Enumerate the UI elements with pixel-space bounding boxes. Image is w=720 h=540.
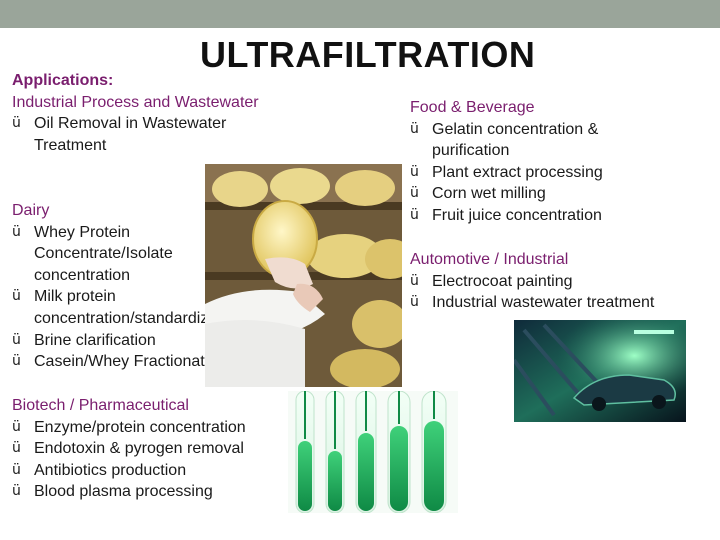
list-item: ü Antibiotics production	[12, 460, 287, 482]
list-item-text: Gelatin concentration & purification	[432, 120, 599, 160]
food-heading: Food & Beverage	[410, 99, 535, 116]
list-item: ü Whey Protein Concentrate/Isolate concen…	[12, 222, 209, 287]
automotive-heading: Automotive / Industrial	[410, 251, 569, 268]
list-item: ü Corn wet milling	[410, 183, 640, 205]
list-item: ü Enzyme/protein concentration	[12, 417, 287, 439]
list-item: ü Brine clarification	[12, 330, 272, 352]
biotech-section: Biotech / Pharmaceutical ü Enzyme/protein…	[12, 395, 287, 503]
list-item-text: Blood plasma processing	[34, 483, 213, 501]
list-item-text: Fruit juice concentration	[432, 206, 602, 224]
list-item-text: Corn wet milling	[432, 185, 546, 203]
list-item-text: Milk protein concentration/standardizing	[34, 288, 230, 327]
industrial-list: ü Oil Removal in Wastewater Treatment	[12, 113, 262, 156]
list-item-text: Enzyme/protein concentration	[34, 418, 246, 436]
automotive-photo	[514, 320, 686, 422]
list-item-text: Electrocoat painting	[432, 272, 573, 290]
check-icon: ü	[12, 418, 21, 435]
list-item-text: Whey Protein Concentrate/Isolate concent…	[34, 223, 173, 284]
industrial-section: Applications: Industrial Process and Was…	[12, 70, 262, 156]
list-item: ü Gelatin concentration & purification	[410, 119, 640, 162]
cheese-photo	[205, 164, 402, 387]
list-item-text: Industrial wastewater treatment	[432, 294, 655, 312]
check-icon: ü	[12, 288, 21, 305]
industrial-heading: Industrial Process and Wastewater	[12, 93, 259, 111]
slide-title: ULTRAFILTRATION	[200, 34, 536, 75]
check-icon: ü	[410, 163, 419, 180]
test-tubes-photo	[288, 391, 458, 513]
list-item: ü Casein/Whey Fractionation	[12, 351, 272, 373]
check-icon: ü	[12, 353, 21, 370]
list-item: ü Industrial wastewater treatment	[410, 292, 710, 314]
check-icon: ü	[410, 272, 419, 289]
list-item-text: Casein/Whey Fractionation	[34, 353, 227, 371]
list-item-text: Antibiotics production	[34, 461, 187, 479]
list-item: ü Fruit juice concentration	[410, 205, 640, 227]
list-item-text: Oil Removal in Wastewater Treatment	[34, 115, 227, 154]
check-icon: ü	[410, 294, 419, 311]
list-item: ü Endotoxin & pyrogen removal	[12, 438, 287, 460]
list-item: ü Plant extract processing	[410, 162, 640, 184]
dairy-section: Dairy ü Whey Protein Concentrate/Isolate …	[12, 200, 272, 373]
top-bar	[0, 0, 720, 28]
check-icon: ü	[12, 440, 21, 457]
applications-label: Applications:	[12, 72, 114, 89]
dairy-list: ü Whey Protein Concentrate/Isolate concen…	[12, 222, 272, 373]
list-item: ü Milk protein concentration/standardizin…	[12, 286, 272, 329]
list-item-text: Plant extract processing	[432, 163, 603, 181]
check-icon: ü	[12, 331, 21, 348]
list-item: ü Oil Removal in Wastewater Treatment	[12, 113, 262, 156]
check-icon: ü	[12, 115, 21, 132]
food-section: Food & Beverage ü Gelatin concentration &…	[410, 97, 640, 227]
list-item-text: Brine clarification	[34, 331, 156, 349]
list-item: ü Blood plasma processing	[12, 481, 287, 503]
check-icon: ü	[12, 461, 21, 478]
check-icon: ü	[12, 483, 21, 500]
automotive-section: Automotive / Industrial ü Electrocoat pai…	[410, 249, 710, 314]
list-item-text: Endotoxin & pyrogen removal	[34, 440, 244, 458]
check-icon: ü	[410, 185, 419, 202]
check-icon: ü	[12, 223, 21, 240]
list-item: ü Electrocoat painting	[410, 271, 710, 293]
check-icon: ü	[410, 206, 419, 223]
biotech-heading: Biotech / Pharmaceutical	[12, 397, 189, 414]
check-icon: ü	[410, 120, 419, 137]
dairy-heading: Dairy	[12, 202, 50, 219]
